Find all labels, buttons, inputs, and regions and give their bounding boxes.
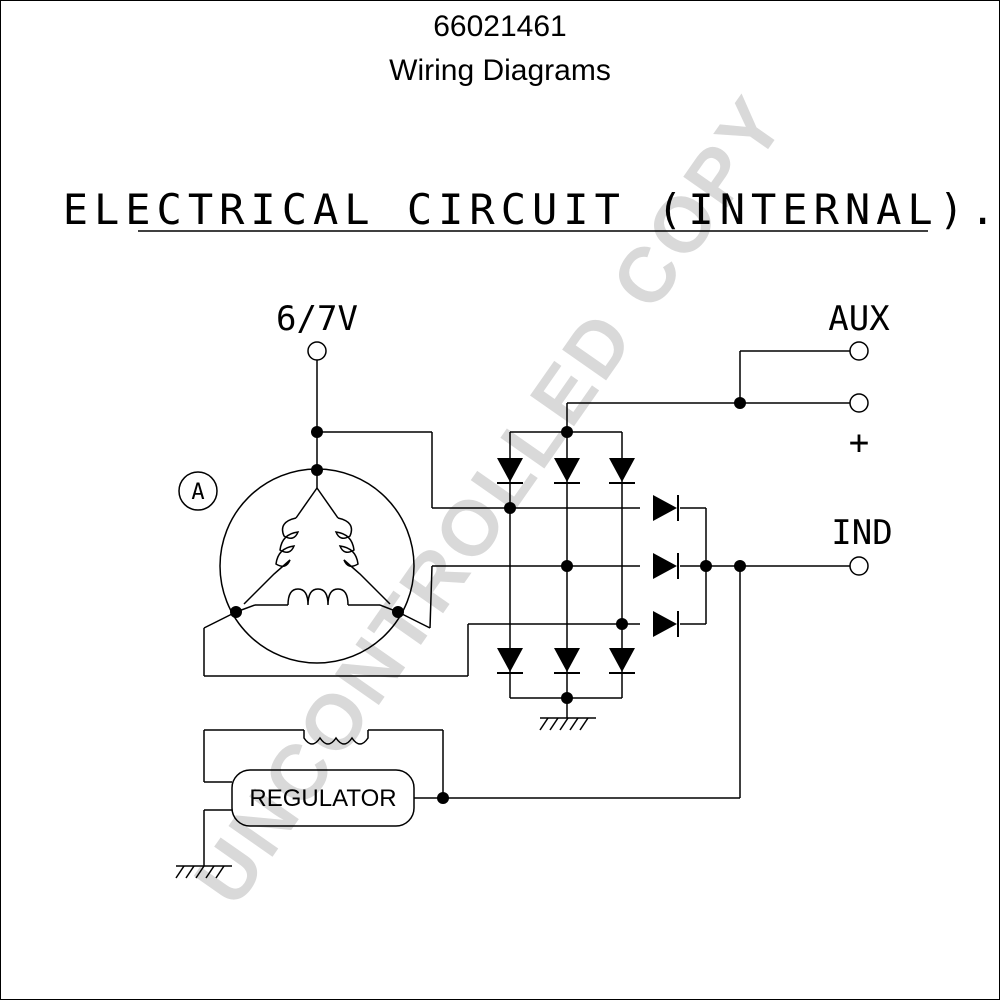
upper-diodes [496, 457, 636, 484]
diagram-heading: ELECTRICAL CIRCUIT (INTERNAL). [63, 185, 1000, 234]
field-diodes [652, 494, 679, 638]
terminal-6-7v [307, 341, 327, 361]
stator-marker-circle [178, 471, 218, 511]
junction-dots [230, 397, 746, 804]
label-6-7v: 6/7V [276, 299, 358, 339]
terminal-plus [849, 393, 869, 413]
coil-bottom [287, 588, 349, 606]
page-subtitle: Wiring Diagrams [389, 54, 611, 87]
terminal-aux [849, 341, 869, 361]
label-plus: + [849, 423, 869, 463]
regulator-label: REGULATOR [249, 785, 396, 812]
field-winding-coil [303, 730, 369, 745]
part-number: 66021461 [433, 10, 567, 43]
label-aux: AUX [828, 299, 890, 339]
stator-marker-label: A [191, 480, 204, 505]
coil-right [334, 517, 391, 605]
coil-left [243, 517, 300, 605]
stator-circle [219, 468, 415, 664]
label-ind: IND [831, 513, 892, 553]
lower-diodes [496, 647, 636, 674]
terminal-ind [849, 556, 869, 576]
